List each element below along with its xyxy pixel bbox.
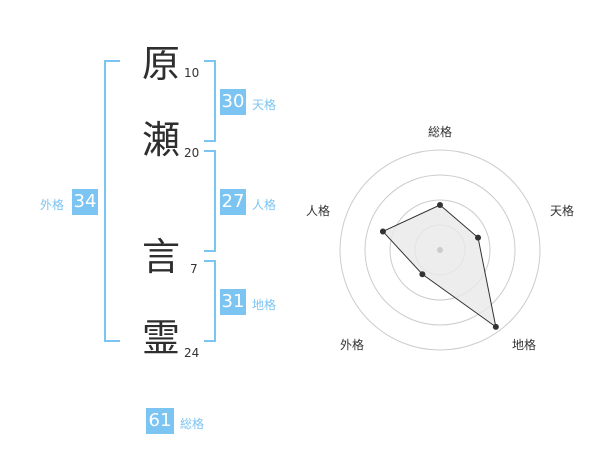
chikaku-label: 地格 — [252, 298, 277, 312]
jinkaku-bracket — [204, 150, 216, 252]
stroke-count-2: 20 — [184, 146, 200, 160]
radar-label-chikaku: 地格 — [512, 338, 537, 352]
chikaku-bracket — [204, 260, 216, 342]
gaikaku-badge: 34 — [72, 189, 98, 215]
kanji-3: 言 — [142, 235, 181, 279]
radar-label-gaikaku: 外格 — [340, 338, 365, 352]
radar-ring — [339, 149, 541, 351]
soukaku-badge: 61 — [146, 408, 174, 434]
tenkaku-badge: 30 — [220, 89, 246, 115]
radar-point-2 — [475, 234, 482, 241]
soukaku-label: 総格 — [180, 417, 205, 431]
tenkaku-bracket — [204, 60, 216, 142]
radar-ring — [389, 199, 491, 301]
stroke-count-3: 7 — [190, 262, 198, 276]
stroke-count-4: 24 — [184, 346, 200, 360]
radar-ring — [364, 174, 516, 326]
radar-center-dot — [437, 247, 443, 253]
radar-point-3 — [492, 323, 499, 330]
radar-chart — [339, 149, 541, 351]
radar-area — [382, 204, 497, 328]
gaikaku-bracket — [104, 60, 120, 342]
tenkaku-label: 天格 — [252, 98, 277, 112]
jinkaku-label: 人格 — [252, 198, 277, 212]
gaikaku-label: 外格 — [40, 198, 65, 212]
radar-point-5 — [379, 228, 386, 235]
radar-point-1 — [437, 202, 443, 208]
kanji-2: 瀬 — [142, 118, 181, 162]
stroke-count-1: 10 — [184, 66, 200, 80]
radar-points — [379, 202, 499, 330]
kanji-1: 原 — [142, 42, 181, 86]
kanji-4: 霊 — [142, 316, 181, 360]
jinkaku-badge: 27 — [220, 189, 246, 215]
radar-label-jinkaku: 人格 — [306, 204, 331, 218]
radar-point-4 — [419, 271, 426, 278]
radar-label-soukaku: 総格 — [428, 125, 453, 139]
radar-label-tenkaku: 天格 — [550, 204, 575, 218]
chikaku-badge: 31 — [220, 289, 246, 315]
